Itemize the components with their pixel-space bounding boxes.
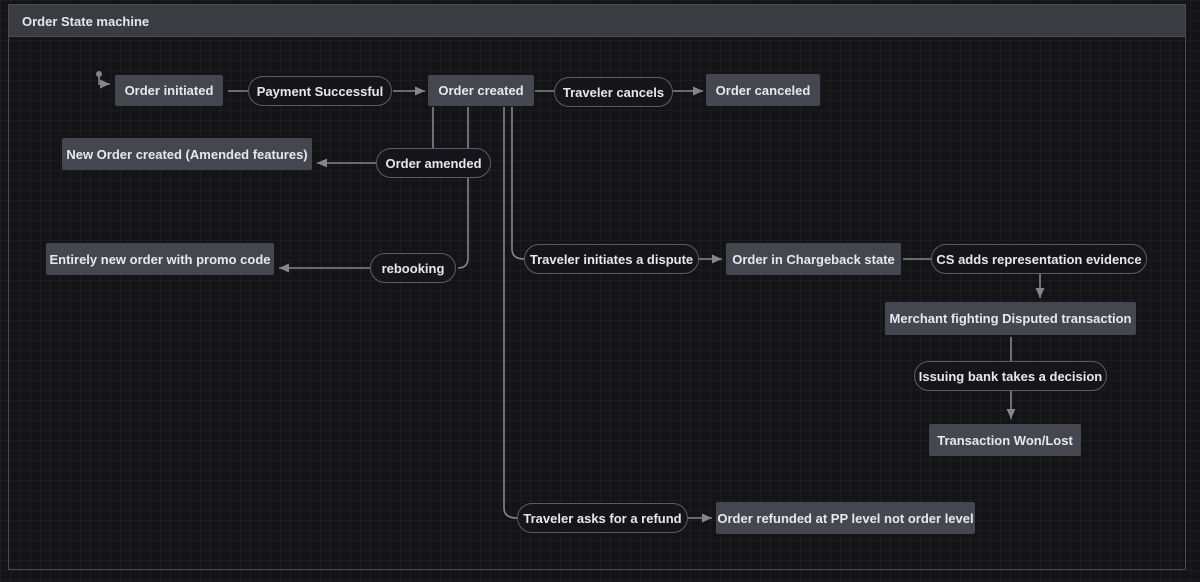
state-label: Merchant fighting Disputed transaction	[889, 311, 1132, 326]
event-traveler-cancels[interactable]: Traveler cancels	[554, 77, 673, 107]
edge-created-to-refund	[503, 107, 518, 519]
state-label: Order created	[438, 83, 524, 98]
state-label: Transaction Won/Lost	[937, 432, 1073, 448]
event-rebooking[interactable]: rebooking	[370, 253, 456, 283]
state-label: Order initiated	[124, 83, 214, 98]
event-traveler-dispute[interactable]: Traveler initiates a dispute	[524, 244, 699, 274]
event-label: rebooking	[381, 260, 445, 276]
initial-state-dot	[96, 71, 102, 77]
state-label: Order refunded at PP level not order lev…	[717, 510, 974, 526]
edge-start-to-initiated	[98, 76, 110, 89]
state-order-refunded[interactable]: Order refunded at PP level not order lev…	[716, 502, 975, 534]
event-label: Traveler asks for a refund	[523, 510, 682, 526]
state-order-created[interactable]: Order created	[428, 75, 534, 106]
event-traveler-refund[interactable]: Traveler asks for a refund	[517, 503, 688, 533]
state-new-order-promo[interactable]: Entirely new order with promo code	[46, 243, 274, 275]
event-label: Traveler cancels	[562, 84, 665, 100]
state-order-canceled[interactable]: Order canceled	[706, 74, 820, 106]
frame-title: Order State machine	[22, 14, 150, 29]
event-label: Order amended	[385, 155, 482, 171]
state-order-initiated[interactable]: Order initiated	[115, 75, 223, 106]
state-label: New Order created (Amended features)	[66, 146, 308, 162]
event-label: Traveler initiates a dispute	[529, 251, 694, 267]
event-label: Payment Successful	[256, 83, 384, 99]
state-merchant-fighting[interactable]: Merchant fighting Disputed transaction	[885, 302, 1136, 335]
event-order-amended[interactable]: Order amended	[376, 148, 491, 178]
state-machine-frame: Order State machine	[8, 4, 1186, 570]
event-label: Issuing bank takes a decision	[918, 368, 1103, 384]
state-transaction-won-lost[interactable]: Transaction Won/Lost	[929, 424, 1081, 456]
state-label: Order in Chargeback state	[732, 251, 895, 267]
edge-created-to-rebooking	[457, 107, 469, 269]
event-bank-decision[interactable]: Issuing bank takes a decision	[914, 361, 1107, 391]
event-cs-evidence[interactable]: CS adds representation evidence	[931, 244, 1147, 274]
state-label: Order canceled	[715, 82, 811, 98]
state-order-chargeback[interactable]: Order in Chargeback state	[726, 243, 901, 275]
event-label: CS adds representation evidence	[936, 251, 1142, 267]
state-new-order-amended[interactable]: New Order created (Amended features)	[62, 138, 312, 170]
state-label: Entirely new order with promo code	[49, 251, 271, 267]
frame-header: Order State machine	[9, 5, 1185, 37]
edge-created-to-dispute	[511, 107, 525, 260]
event-payment-successful[interactable]: Payment Successful	[248, 76, 392, 106]
